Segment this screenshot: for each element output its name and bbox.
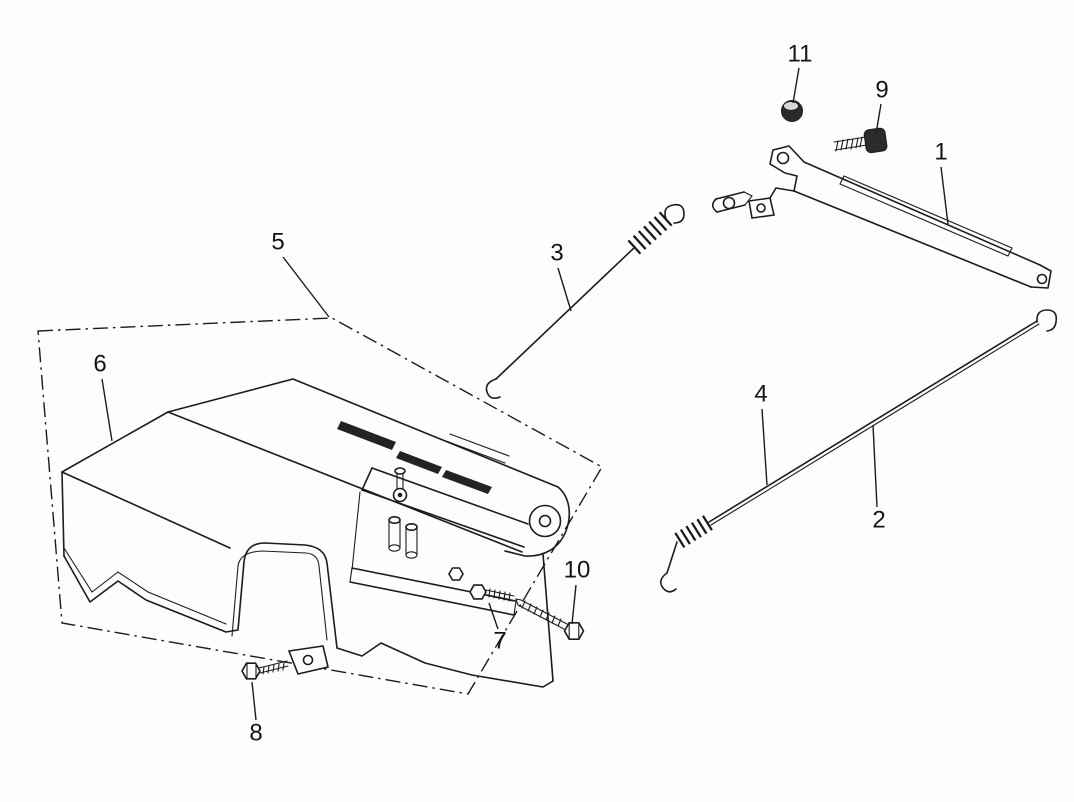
part-number-11: 11 xyxy=(788,40,813,67)
boundary-box xyxy=(37,317,603,695)
leader-line-2 xyxy=(872,424,878,508)
part-number-7: 7 xyxy=(493,627,506,654)
callout-9: 9 xyxy=(875,76,889,135)
leader-line-8 xyxy=(251,681,257,721)
brake-rod-drawing xyxy=(659,309,1058,593)
leader-line-10 xyxy=(571,584,577,625)
leader-line-9 xyxy=(875,103,882,135)
part-number-3: 3 xyxy=(550,239,563,266)
callout-10: 10 xyxy=(564,556,591,625)
leader-line-3 xyxy=(557,267,572,312)
part-number-6: 6 xyxy=(93,350,106,377)
leader-line-5 xyxy=(282,256,330,318)
part-number-8: 8 xyxy=(249,719,262,746)
part-number-9: 9 xyxy=(875,76,888,103)
callout-1: 1 xyxy=(934,138,949,225)
leader-line-4 xyxy=(761,408,768,486)
leader-line-7 xyxy=(488,602,499,630)
spring-rod-drawing xyxy=(485,203,685,399)
bolt-7-drawing xyxy=(469,584,515,602)
cap-nut-drawing xyxy=(781,100,803,122)
callout-8: 8 xyxy=(249,681,263,746)
lever-arm-drawing xyxy=(711,145,1052,289)
callouts: 1 2 3 4 5 6 7 8 xyxy=(93,40,949,746)
leader-line-1 xyxy=(940,166,949,225)
leader-line-11 xyxy=(792,67,800,104)
part-number-4: 4 xyxy=(754,380,767,407)
callout-11: 11 xyxy=(788,40,813,104)
part-number-1: 1 xyxy=(934,138,947,165)
part-number-10: 10 xyxy=(564,556,591,583)
callout-5: 5 xyxy=(271,228,330,318)
part-number-5: 5 xyxy=(271,228,284,255)
bolt-8-drawing xyxy=(241,660,289,680)
part-number-2: 2 xyxy=(872,506,885,533)
callout-2: 2 xyxy=(872,424,886,533)
callout-6: 6 xyxy=(93,350,113,442)
callout-4: 4 xyxy=(754,380,768,486)
bolt-10-drawing xyxy=(515,598,585,641)
fender-body-drawing xyxy=(61,378,571,688)
callout-3: 3 xyxy=(550,239,572,312)
leader-line-6 xyxy=(101,378,113,442)
bolt-9-drawing xyxy=(833,127,888,154)
callout-7: 7 xyxy=(488,602,507,654)
